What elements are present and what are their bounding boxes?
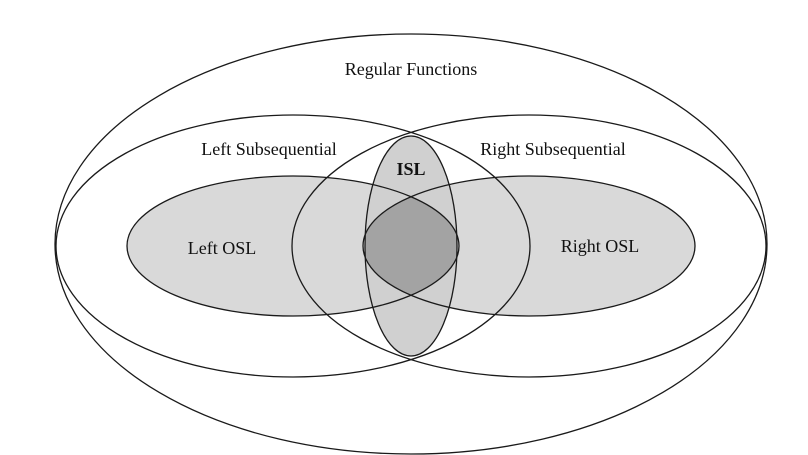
label-left-osl: Left OSL bbox=[188, 238, 256, 258]
left-subsequential-ellipse bbox=[55, 114, 531, 378]
right-osl-ellipse bbox=[362, 175, 696, 317]
left-osl-ellipse bbox=[126, 175, 460, 317]
right-subsequential-ellipse bbox=[291, 114, 767, 378]
label-isl: ISL bbox=[396, 159, 425, 179]
isl-ellipse bbox=[364, 135, 458, 357]
label-left-subsequential: Left Subsequential bbox=[201, 139, 336, 159]
regular-functions-ellipse bbox=[54, 33, 768, 455]
label-regular-functions: Regular Functions bbox=[345, 59, 478, 79]
label-right-subsequential: Right Subsequential bbox=[480, 139, 626, 159]
label-right-osl: Right OSL bbox=[561, 236, 640, 256]
